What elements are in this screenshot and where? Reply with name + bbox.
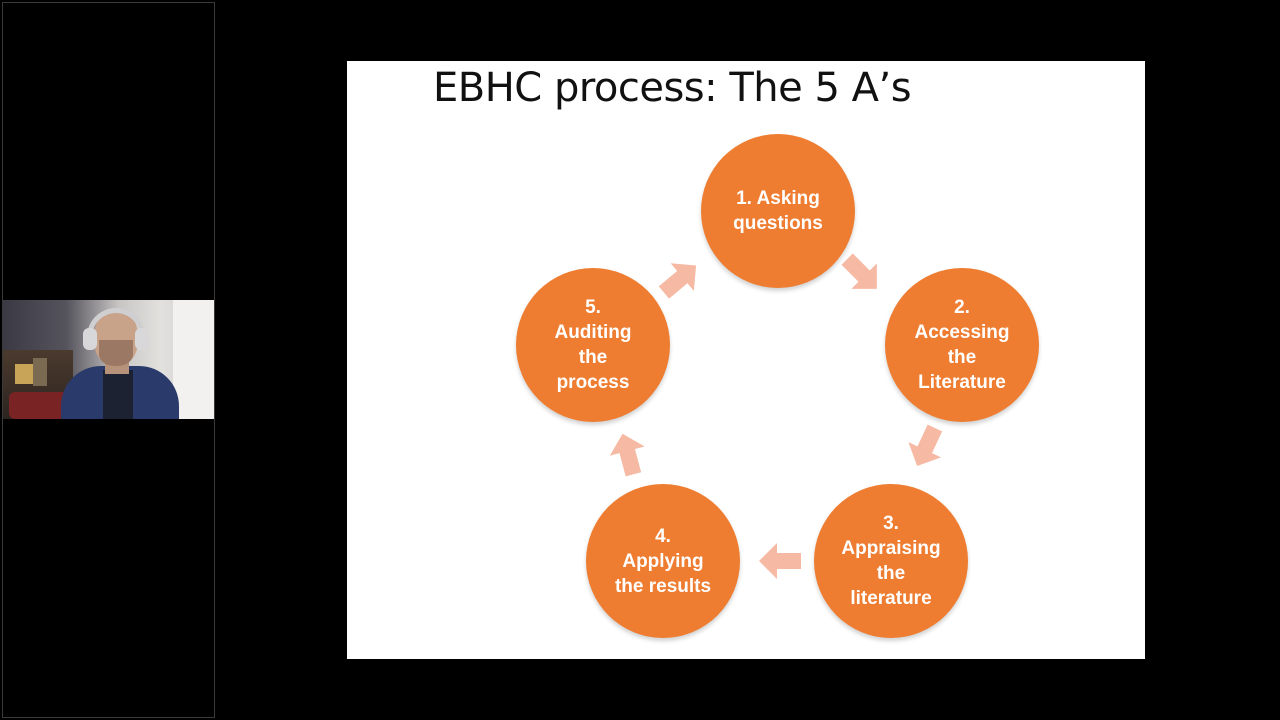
- step-auditing-circle: 5. Auditing the process: [516, 268, 670, 422]
- presentation-slide: EBHC process: The 5 A’s 1. Asking questi…: [347, 61, 1145, 659]
- step-asking-label: 1. Asking questions: [733, 188, 823, 234]
- step-auditing-label: 5. Auditing the process: [554, 297, 632, 393]
- step-accessing-circle: 2. Accessing the Literature: [885, 268, 1039, 422]
- webcam-video-feed: [3, 300, 214, 419]
- step-asking-circle: 1. Asking questions: [701, 134, 855, 288]
- step-accessing-label: 2. Accessing the Literature: [914, 297, 1010, 393]
- cycle-arrow-2-to-3-icon: [908, 424, 943, 467]
- slide-title: EBHC process: The 5 A’s: [433, 65, 912, 111]
- step-applying-label: 4. Applying the results: [614, 525, 712, 597]
- cycle-arrow-4-to-5-icon: [609, 433, 645, 477]
- step-appraising-circle: 3. Appraising the literature: [814, 484, 968, 638]
- cycle-arrow-1-to-2-icon: [841, 253, 877, 289]
- cycle-arrow-5-to-1-icon: [658, 263, 697, 299]
- step-appraising-label: 3. Appraising the literature: [841, 513, 941, 609]
- step-applying-circle: 4. Applying the results: [586, 484, 740, 638]
- cycle-arrow-3-to-4-icon: [759, 543, 801, 579]
